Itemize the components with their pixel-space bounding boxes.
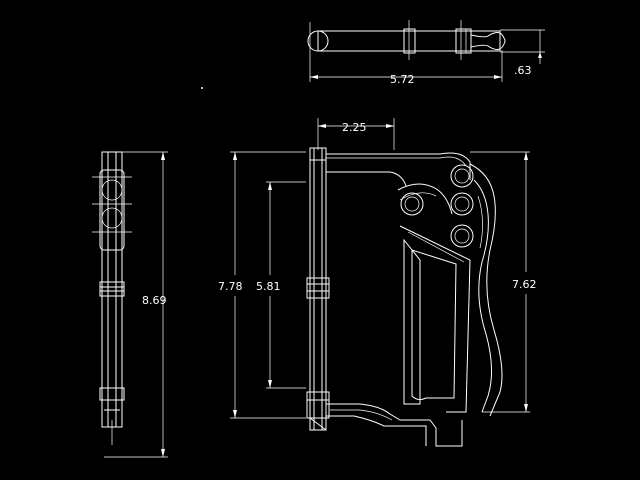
front-view [230, 118, 530, 447]
dim-handle-height: 7.62 [512, 278, 537, 291]
dim-top-height: .63 [514, 64, 532, 77]
dim-side-height: 8.69 [142, 294, 167, 307]
dim-top-length: 5.72 [390, 73, 415, 86]
side-view [92, 151, 168, 458]
dim-overall-height: 7.78 [218, 280, 243, 293]
top-view [307, 20, 545, 82]
dim-jaw-width: 2.25 [342, 121, 367, 134]
dim-screw-length: 5.81 [256, 280, 281, 293]
